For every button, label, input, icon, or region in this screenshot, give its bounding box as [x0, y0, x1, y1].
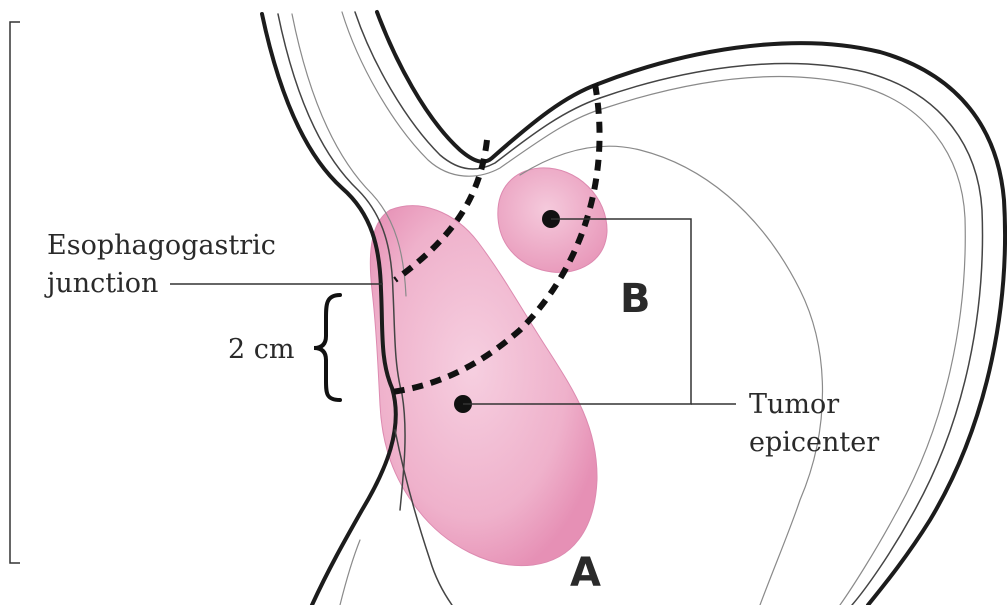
label-tumor: Tumor — [749, 389, 839, 420]
label-tumor-b: B — [620, 276, 651, 322]
two-cm-brace — [314, 295, 340, 400]
label-epicenter: epicenter — [749, 427, 879, 458]
esophagus-inner-line-2 — [342, 12, 605, 176]
label-tumor-a: A — [570, 550, 601, 596]
stomach-wall-lower-faint — [340, 540, 360, 605]
left-bracket — [10, 22, 20, 563]
stomach-greater-curvature — [598, 43, 1005, 605]
label-esophagogastric: Esophagogastric — [47, 230, 276, 261]
label-junction: junction — [44, 268, 158, 299]
esophagus-inner-line-1 — [355, 12, 600, 169]
label-2cm: 2 cm — [228, 334, 295, 365]
